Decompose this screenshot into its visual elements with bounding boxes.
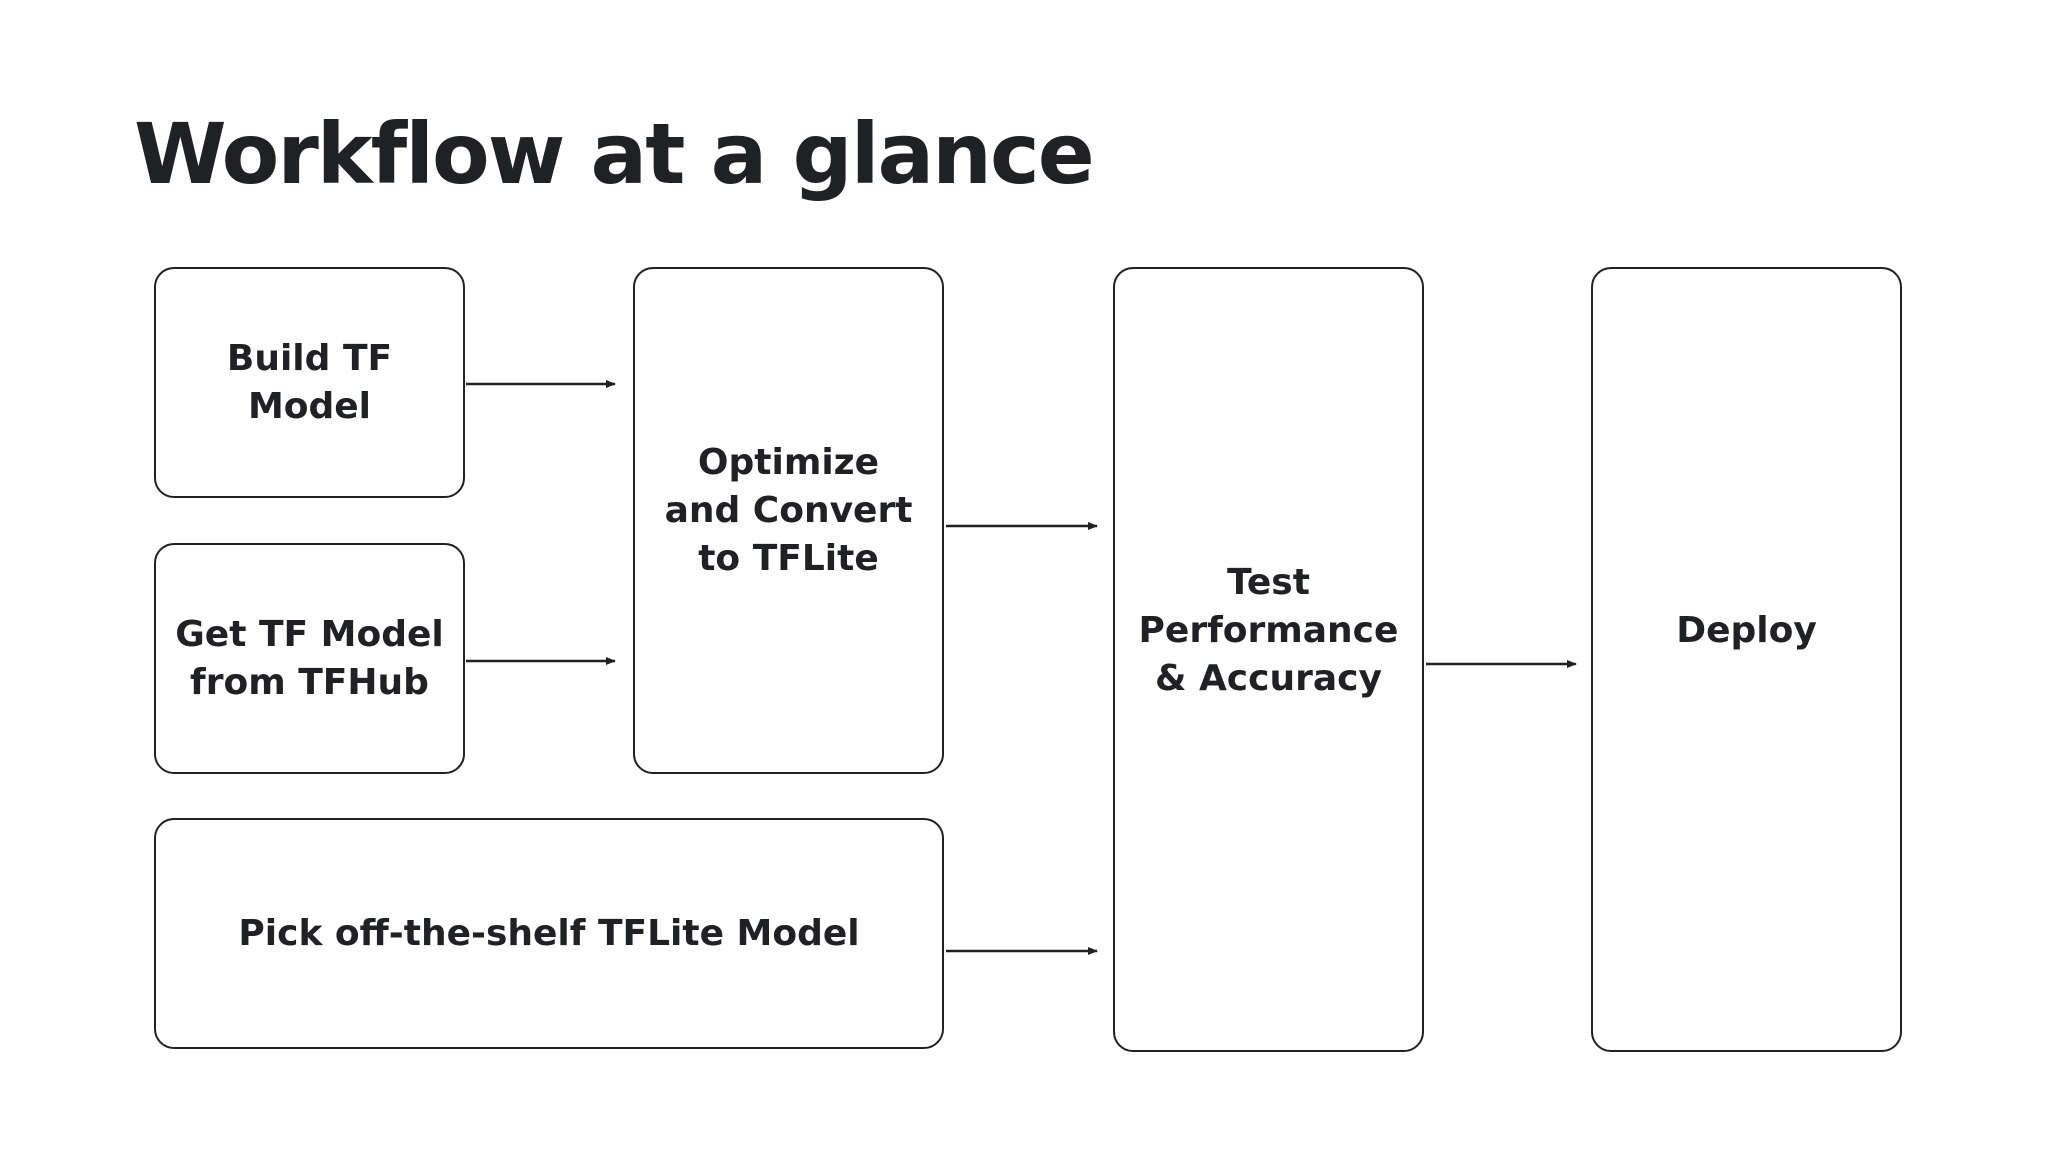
page-title: Workflow at a glance bbox=[134, 105, 1095, 203]
pick-tflite-model-node: Pick off-the-shelf TFLite Model bbox=[154, 818, 944, 1049]
pick-tflite-model-label: Pick off-the-shelf TFLite Model bbox=[238, 912, 860, 954]
test-performance-label: Test Performance & Accuracy bbox=[1138, 561, 1399, 699]
optimize-convert-label: Optimize and Convert to TFLite bbox=[664, 441, 913, 579]
optimize-convert-node: Optimize and Convert to TFLite bbox=[633, 267, 944, 774]
test-performance-node: Test Performance & Accuracy bbox=[1113, 267, 1424, 1052]
deploy-node: Deploy bbox=[1591, 267, 1902, 1052]
get-tf-model-node: Get TF Model from TFHub bbox=[154, 543, 465, 774]
get-tf-model-label: Get TF Model from TFHub bbox=[175, 613, 444, 703]
build-tf-model-node: Build TF Model bbox=[154, 267, 465, 498]
build-tf-model-label: Build TF Model bbox=[226, 337, 393, 427]
deploy-label: Deploy bbox=[1676, 609, 1817, 651]
